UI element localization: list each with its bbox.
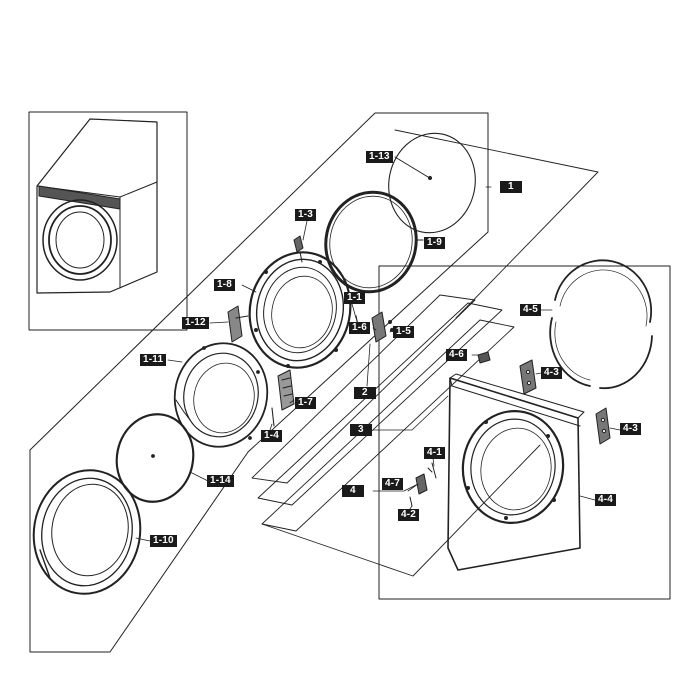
callout-1-1: 1-1 (344, 292, 366, 304)
callout-1: 1 (500, 181, 522, 193)
callout-1-5: 1-5 (393, 326, 415, 338)
callout-1-4: 1-4 (261, 430, 283, 442)
callout-4-3-right: 4-3 (620, 423, 642, 435)
part-1-14-seal-ring (115, 413, 195, 503)
callout-1-10: 1-10 (150, 535, 177, 547)
callout-1-8: 1-8 (214, 279, 236, 291)
part-1-10-outer-door (32, 469, 142, 595)
callout-1-9: 1-9 (424, 237, 446, 249)
part-4-4-front-panel (447, 373, 585, 571)
part-1-9-gasket (324, 190, 424, 294)
callout-4-4: 4-4 (595, 494, 617, 506)
callout-4-1: 4-1 (424, 447, 446, 459)
callout-4-6: 4-6 (446, 349, 468, 361)
callout-1-3: 1-3 (295, 209, 317, 221)
panel-hardware-parts (409, 351, 611, 507)
leader-lines (135, 186, 621, 542)
part-1-11-inner-door (173, 342, 269, 448)
callout-1-12: 1-12 (182, 317, 209, 329)
callout-1-6: 1-6 (349, 322, 371, 334)
assembly-frames (29, 112, 671, 653)
callout-4-7: 4-7 (382, 478, 404, 490)
callout-4-3-upper: 4-3 (541, 367, 563, 379)
part-4-5-clamp-ring (549, 259, 653, 390)
callout-1-11: 1-11 (140, 354, 167, 366)
part-1-13-door-glass (388, 132, 476, 234)
washer-overview-inset (28, 111, 188, 331)
small-hardware-parts (271, 235, 394, 427)
callout-2: 2 (354, 387, 376, 399)
callout-1-14: 1-14 (207, 475, 234, 487)
callout-4: 4 (342, 485, 364, 497)
callout-4-2: 4-2 (398, 509, 420, 521)
callout-3: 3 (350, 424, 372, 436)
callout-1-13: 1-13 (366, 151, 393, 163)
callout-4-5: 4-5 (520, 304, 542, 316)
part-1-8-door-frame (227, 251, 352, 369)
callout-1-7: 1-7 (295, 397, 317, 409)
